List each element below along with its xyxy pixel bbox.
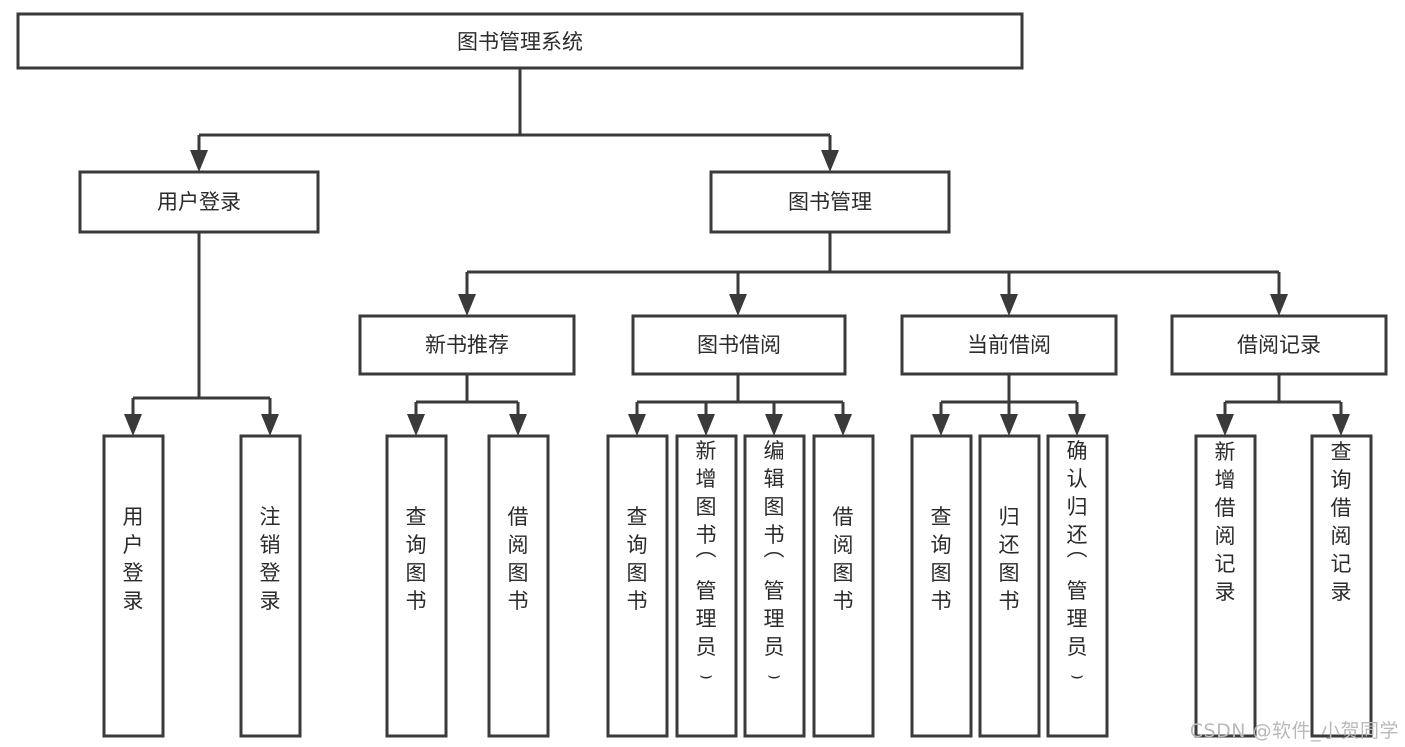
- arrow-head-leaf10: [1000, 414, 1018, 436]
- node-leaf9-box[interactable]: [910, 434, 973, 738]
- node-leaf11[interactable]: 确认归还⌒管理员⌣: [1046, 434, 1109, 738]
- node-leaf2[interactable]: 注销登录: [239, 434, 302, 738]
- node-root[interactable]: 图书管理系统: [16, 12, 1024, 70]
- node-leaf10-label: 归还图书: [999, 505, 1020, 613]
- node-leaf6[interactable]: 新增图书⌒管理员⌣: [675, 434, 738, 738]
- node-login-box[interactable]: [78, 170, 320, 234]
- node-leaf4-box[interactable]: [487, 434, 550, 738]
- node-leaf1[interactable]: 用户登录: [102, 434, 165, 738]
- node-root-box[interactable]: [16, 12, 1024, 70]
- arrow-head-leaf13: [1332, 414, 1350, 436]
- arrow-head-newbook: [458, 294, 476, 316]
- node-leaf8-label: 借阅图书: [833, 505, 854, 613]
- node-borrow-box[interactable]: [631, 314, 847, 376]
- node-leaf3-box[interactable]: [385, 434, 448, 738]
- node-leaf5-box[interactable]: [606, 434, 669, 738]
- arrow-head-bookmgmt: [821, 150, 839, 172]
- arrow-head-leaf3: [407, 414, 425, 436]
- node-current-label: 当前借阅: [967, 333, 1051, 357]
- node-leaf2-label: 注销登录: [260, 505, 281, 613]
- arrow-head-records: [1270, 294, 1288, 316]
- node-newbook[interactable]: 新书推荐: [358, 314, 576, 376]
- node-borrow-label: 图书借阅: [697, 333, 781, 357]
- connector-group-records: [1216, 374, 1350, 436]
- arrow-head-leaf8: [834, 414, 852, 436]
- connector-group-login: [124, 232, 279, 436]
- connector-group-current: [932, 374, 1086, 436]
- connector-group-bookmgmt: [458, 232, 1288, 316]
- node-leaf3-label: 查询图书: [406, 505, 427, 613]
- node-borrow[interactable]: 图书借阅: [631, 314, 847, 376]
- node-leaf9-label: 查询图书: [931, 505, 952, 613]
- arrow-head-current: [1000, 294, 1018, 316]
- connector-group-borrow: [628, 374, 852, 436]
- node-records-label: 借阅记录: [1237, 333, 1321, 357]
- node-leaf7-box[interactable]: [743, 434, 806, 738]
- connector-group-newbook: [407, 374, 527, 436]
- node-records-box[interactable]: [1170, 314, 1388, 376]
- node-leaf13[interactable]: 查询借阅记录: [1310, 434, 1373, 738]
- node-leaf4[interactable]: 借阅图书: [487, 434, 550, 738]
- node-leaf13-label: 查询借阅记录: [1331, 440, 1352, 604]
- node-leaf5[interactable]: 查询图书: [606, 434, 669, 738]
- node-root-label: 图书管理系统: [457, 30, 583, 54]
- node-login[interactable]: 用户登录: [78, 170, 320, 234]
- arrow-head-leaf9: [932, 414, 950, 436]
- arrow-head-leaf1: [124, 414, 142, 436]
- node-bookmgmt[interactable]: 图书管理: [709, 170, 951, 234]
- node-newbook-box[interactable]: [358, 314, 576, 376]
- arrow-head-leaf7: [765, 414, 783, 436]
- node-leaf12-label: 新增借阅记录: [1215, 440, 1236, 604]
- connector-group-root: [190, 68, 839, 172]
- arrow-head-leaf12: [1216, 414, 1234, 436]
- node-records[interactable]: 借阅记录: [1170, 314, 1388, 376]
- node-bookmgmt-box[interactable]: [709, 170, 951, 234]
- node-leaf6-label: 新增图书⌒管理员⌣: [696, 439, 717, 687]
- node-leaf2-box[interactable]: [239, 434, 302, 738]
- node-leaf9[interactable]: 查询图书: [910, 434, 973, 738]
- arrow-head-leaf11: [1068, 414, 1086, 436]
- node-newbook-label: 新书推荐: [425, 333, 509, 357]
- node-leaf10[interactable]: 归还图书: [978, 434, 1041, 738]
- node-leaf11-label: 确认归还⌒管理员⌣: [1067, 439, 1088, 687]
- node-current[interactable]: 当前借阅: [900, 314, 1118, 376]
- arrow-head-login: [190, 150, 208, 172]
- node-leaf13-box[interactable]: [1310, 434, 1373, 738]
- node-leaf8-box[interactable]: [812, 434, 875, 738]
- node-leaf7-label: 编辑图书⌒管理员⌣: [764, 439, 785, 687]
- node-leaf10-box[interactable]: [978, 434, 1041, 738]
- node-leaf8[interactable]: 借阅图书: [812, 434, 875, 738]
- node-leaf5-label: 查询图书: [627, 505, 648, 613]
- arrow-head-borrow: [729, 294, 747, 316]
- arrow-head-leaf6: [697, 414, 715, 436]
- node-leaf6-box[interactable]: [675, 434, 738, 738]
- node-leaf12-box[interactable]: [1194, 434, 1257, 738]
- node-leaf3[interactable]: 查询图书: [385, 434, 448, 738]
- node-leaf12[interactable]: 新增借阅记录: [1194, 434, 1257, 738]
- arrow-head-leaf2: [261, 414, 279, 436]
- node-leaf7[interactable]: 编辑图书⌒管理员⌣: [743, 434, 806, 738]
- arrow-head-leaf5: [628, 414, 646, 436]
- node-leaf4-label: 借阅图书: [508, 505, 529, 613]
- node-login-label: 用户登录: [157, 190, 241, 214]
- node-bookmgmt-label: 图书管理: [788, 190, 872, 214]
- arrow-head-leaf4: [509, 414, 527, 436]
- node-current-box[interactable]: [900, 314, 1118, 376]
- node-leaf11-box[interactable]: [1046, 434, 1109, 738]
- node-leaf1-box[interactable]: [102, 434, 165, 738]
- node-leaf1-label: 用户登录: [123, 505, 144, 613]
